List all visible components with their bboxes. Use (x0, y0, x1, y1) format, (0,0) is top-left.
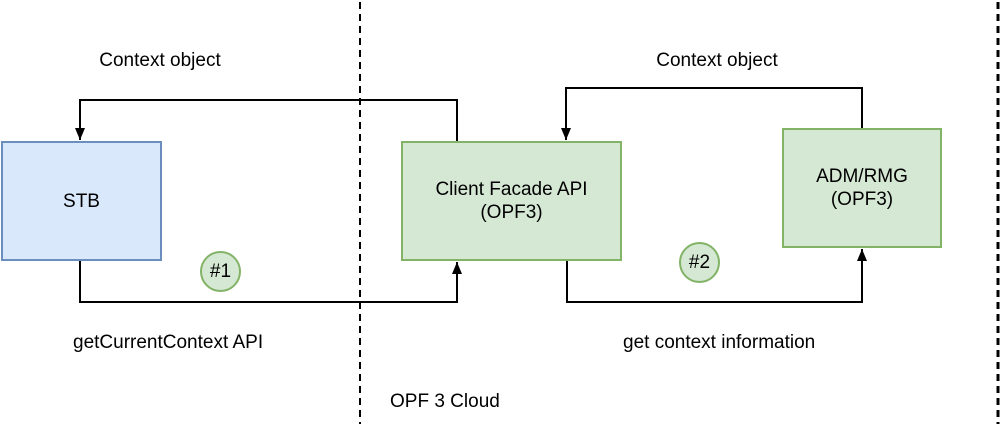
node-adm-rmg-title: ADM/RMG (816, 166, 908, 187)
badge-step-1: #1 (200, 251, 241, 292)
badge-step-1-label: #1 (209, 260, 232, 282)
node-adm-rmg-subtitle: (OPF3) (830, 189, 894, 210)
edge-context-object-to-stb (75, 99, 458, 141)
edge-context-object-to-client-facade (561, 87, 863, 140)
zone-label-opf3-cloud: OPF 3 Cloud (390, 391, 500, 412)
edge-get-current-context (79, 261, 462, 303)
badge-step-2-label: #2 (688, 251, 711, 273)
edge-label-get-context-information: get context information (623, 332, 816, 353)
edge-label-get-current-context-api: getCurrentContext API (73, 332, 264, 353)
node-stb: STB (1, 141, 162, 261)
node-client-facade-api-subtitle: (OPF3) (480, 202, 543, 223)
node-client-facade-api-title: Client Facade API (435, 179, 588, 200)
edge-label-context-object-right: Context object (656, 50, 778, 71)
node-client-facade-api: Client Facade API (OPF3) (401, 141, 622, 261)
edge-label-context-object-left: Context object (99, 50, 221, 71)
edge-get-context-information (566, 249, 867, 303)
node-stb-title: STB (63, 190, 100, 212)
node-adm-rmg: ADM/RMG (OPF3) (782, 128, 942, 248)
badge-step-2: #2 (679, 242, 720, 283)
